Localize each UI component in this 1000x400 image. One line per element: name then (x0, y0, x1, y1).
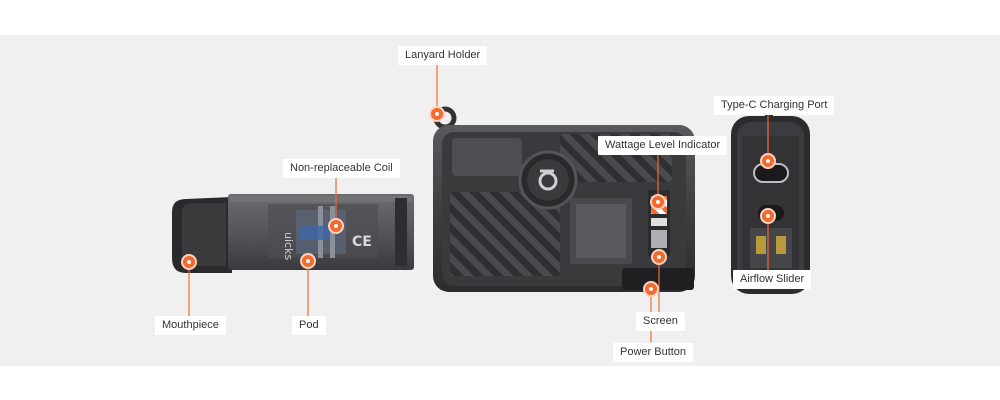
label-screen: Screen (636, 312, 685, 331)
ce-mark-icon: CE (352, 234, 372, 250)
label-wattage-level-indicator: Wattage Level Indicator (598, 136, 728, 155)
stripe-panel (450, 192, 560, 276)
svg-text:CE: CE (352, 234, 372, 250)
label-power-button: Power Button (613, 343, 694, 362)
hotspot-icon (181, 106, 776, 297)
label-lanyard-holder: Lanyard Holder (398, 46, 488, 65)
label-type-c-charging-port: Type-C Charging Port (714, 96, 835, 115)
device-logo-icon (538, 169, 558, 191)
screen-shape (622, 268, 694, 290)
pod-illustration: uicks CE (172, 194, 414, 273)
label-pod: Pod (292, 316, 326, 335)
svg-text:uicks: uicks (282, 232, 295, 260)
device-front-illustration (433, 106, 695, 292)
device-side-illustration (731, 110, 810, 294)
label-airflow-slider: Airflow Slider (733, 270, 812, 289)
label-non-replaceable-coil: Non-replaceable Coil (283, 159, 400, 178)
label-mouthpiece: Mouthpiece (155, 316, 226, 335)
